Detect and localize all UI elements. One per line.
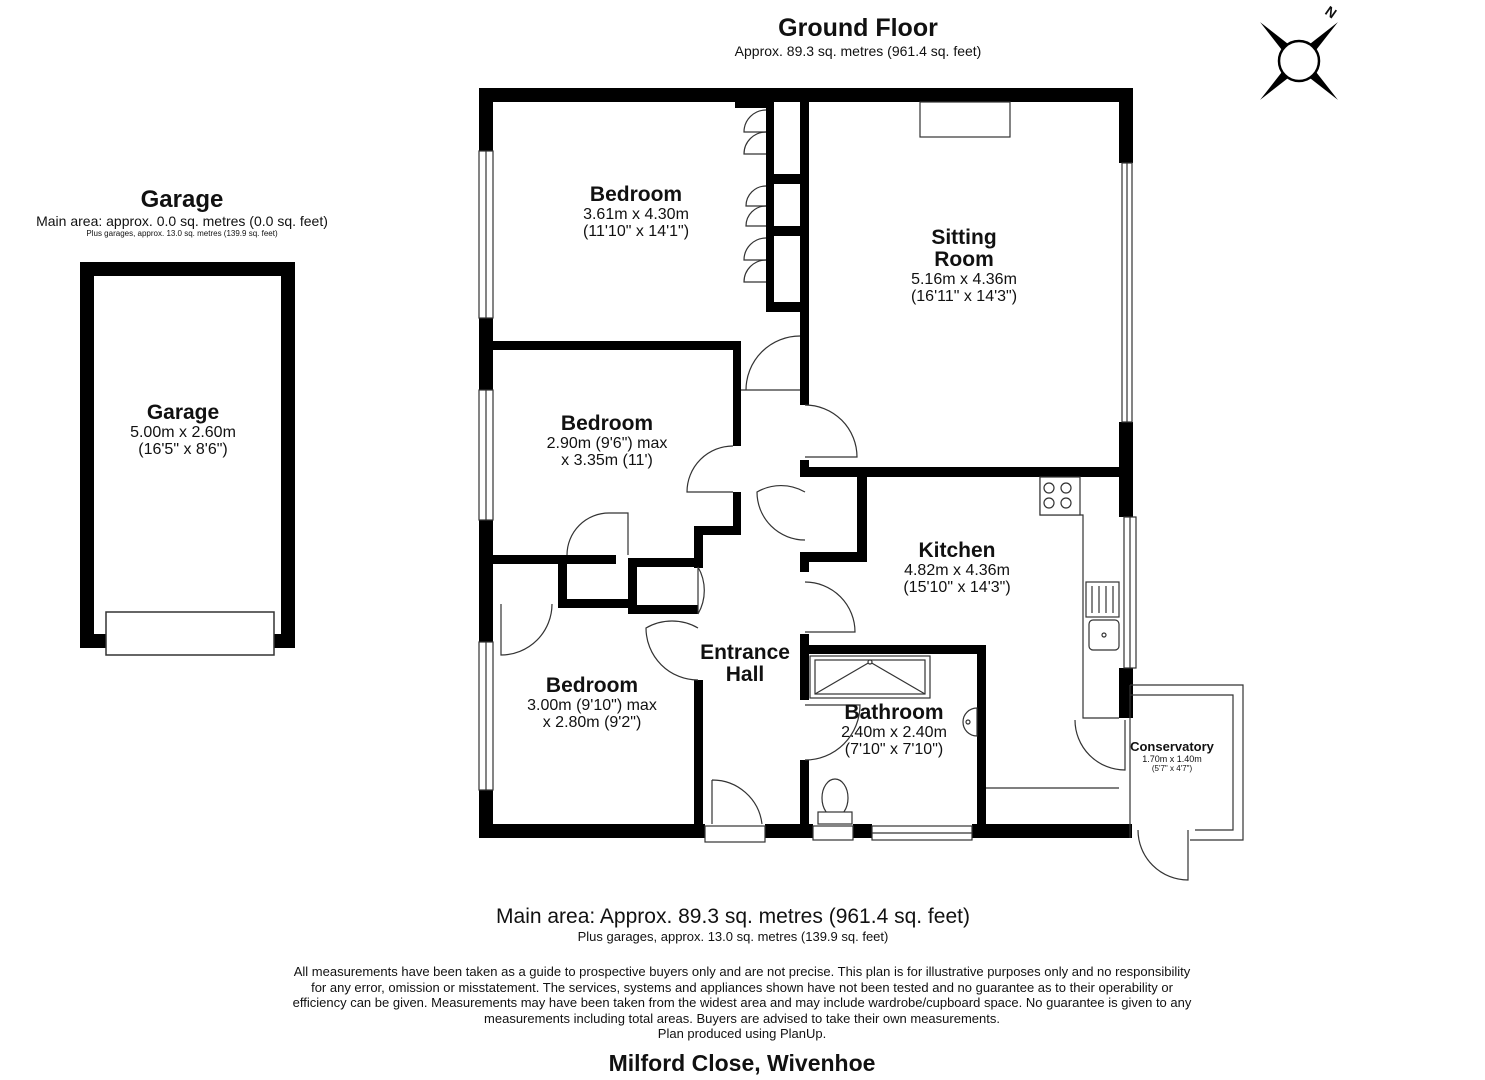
room-label-garage: Garage 5.00m x 2.60m (16'5" x 8'6") bbox=[88, 401, 278, 459]
room-dims: 4.82m x 4.36m bbox=[904, 562, 1010, 579]
room-name: Garage bbox=[146, 401, 220, 424]
garage-plus-area: Plus garages, approx. 13.0 sq. metres (1… bbox=[86, 229, 278, 238]
room-label-conservatory: Conservatory 1.70m x 1.40m (5'7" x 4'7") bbox=[1122, 739, 1222, 774]
room-dims-imperial: (5'7" x 4'7") bbox=[1151, 764, 1193, 773]
room-dims: 5.16m x 4.36m bbox=[911, 271, 1017, 288]
room-dims: 3.61m x 4.30m bbox=[583, 206, 689, 223]
floor-title: Ground Floor bbox=[778, 14, 938, 42]
room-label-sitting-room: Sitting Room 5.16m x 4.36m (16'11" x 14'… bbox=[864, 226, 1064, 306]
address: Milford Close, Wivenhoe bbox=[608, 1050, 876, 1076]
room-dims-imperial: (16'5" x 8'6") bbox=[138, 441, 228, 458]
disclaimer-line: efficiency can be given. Measurements ma… bbox=[292, 995, 1192, 1010]
room-name-line2: Room bbox=[934, 248, 994, 271]
room-name: Bathroom bbox=[844, 701, 944, 724]
door-swings bbox=[500, 109, 1189, 881]
room-name: Kitchen bbox=[918, 539, 996, 562]
room-label-bedroom-1: Bedroom 3.61m x 4.30m (11'10" x 14'1") bbox=[536, 183, 736, 241]
disclaimer: All measurements have been taken as a gu… bbox=[222, 964, 1262, 1042]
room-dims-imperial: (15'10" x 14'3") bbox=[903, 579, 1011, 596]
garage-main-area: Main area: approx. 0.0 sq. metres (0.0 s… bbox=[36, 213, 328, 229]
footer-area: Main area: Approx. 89.3 sq. metres (961.… bbox=[383, 905, 1083, 944]
header: Ground Floor Approx. 89.3 sq. metres (96… bbox=[658, 14, 1058, 59]
conservatory-walls bbox=[1129, 684, 1244, 841]
room-dims: 3.00m (9'10") max bbox=[527, 697, 657, 714]
garage-walls bbox=[80, 262, 295, 648]
interior-walls bbox=[491, 100, 1130, 838]
room-name-line1: Entrance bbox=[700, 641, 790, 664]
room-dims-imperial: (16'11" x 14'3") bbox=[910, 288, 1018, 305]
room-dims: 2.90m (9'6") max bbox=[546, 435, 668, 452]
room-label-bedroom-3: Bedroom 3.00m (9'10") max x 2.80m (9'2") bbox=[492, 674, 692, 732]
room-name: Bedroom bbox=[545, 674, 639, 697]
room-dims: 2.40m x 2.40m bbox=[841, 724, 947, 741]
bottom-windows bbox=[704, 825, 973, 843]
floor-area: Approx. 89.3 sq. metres (961.4 sq. feet) bbox=[734, 43, 982, 59]
room-name: Bedroom bbox=[589, 183, 683, 206]
left-windows bbox=[478, 150, 494, 791]
exterior-walls bbox=[479, 88, 1133, 838]
footer-plus-garages: Plus garages, approx. 13.0 sq. metres (1… bbox=[577, 929, 889, 944]
disclaimer-line: Plan produced using PlanUp. bbox=[657, 1026, 827, 1041]
room-name-line2: Hall bbox=[725, 663, 765, 686]
garage-title: Garage bbox=[140, 186, 224, 213]
disclaimer-line: for any error, omission or misstatement.… bbox=[311, 979, 1173, 995]
room-dims-imperial: (11'10" x 14'1") bbox=[582, 223, 690, 240]
room-label-bedroom-2: Bedroom 2.90m (9'6") max x 3.35m (11') bbox=[507, 412, 707, 470]
room-label-bathroom: Bathroom 2.40m x 2.40m (7'10" x 7'10") bbox=[804, 701, 984, 759]
right-windows bbox=[1121, 162, 1137, 669]
room-dims-imperial: x 3.35m (11') bbox=[561, 452, 653, 469]
garage-door bbox=[105, 611, 275, 656]
room-name: Conservatory bbox=[1130, 739, 1214, 754]
room-name: Bedroom bbox=[560, 412, 654, 435]
kitchen-fixtures bbox=[986, 476, 1120, 789]
footer-main-area: Main area: Approx. 89.3 sq. metres (961.… bbox=[496, 905, 970, 928]
room-name-line1: Sitting bbox=[931, 226, 997, 249]
compass-icon bbox=[1260, 22, 1338, 100]
disclaimer-line: measurements including total areas. Buye… bbox=[484, 1010, 1000, 1026]
garage-heading: Garage Main area: approx. 0.0 sq. metres… bbox=[10, 186, 354, 238]
room-dims: 1.70m x 1.40m bbox=[1142, 754, 1202, 764]
room-label-entrance-hall: Entrance Hall bbox=[685, 642, 805, 686]
room-dims-imperial: (7'10" x 7'10") bbox=[844, 741, 944, 758]
room-dims: 5.00m x 2.60m bbox=[130, 424, 236, 441]
room-label-kitchen: Kitchen 4.82m x 4.36m (15'10" x 14'3") bbox=[857, 539, 1057, 597]
room-dims-imperial: x 2.80m (9'2") bbox=[542, 714, 642, 731]
fireplace bbox=[919, 101, 1011, 138]
bathroom-fixtures bbox=[809, 655, 978, 825]
disclaimer-line: All measurements have been taken as a gu… bbox=[293, 964, 1191, 979]
